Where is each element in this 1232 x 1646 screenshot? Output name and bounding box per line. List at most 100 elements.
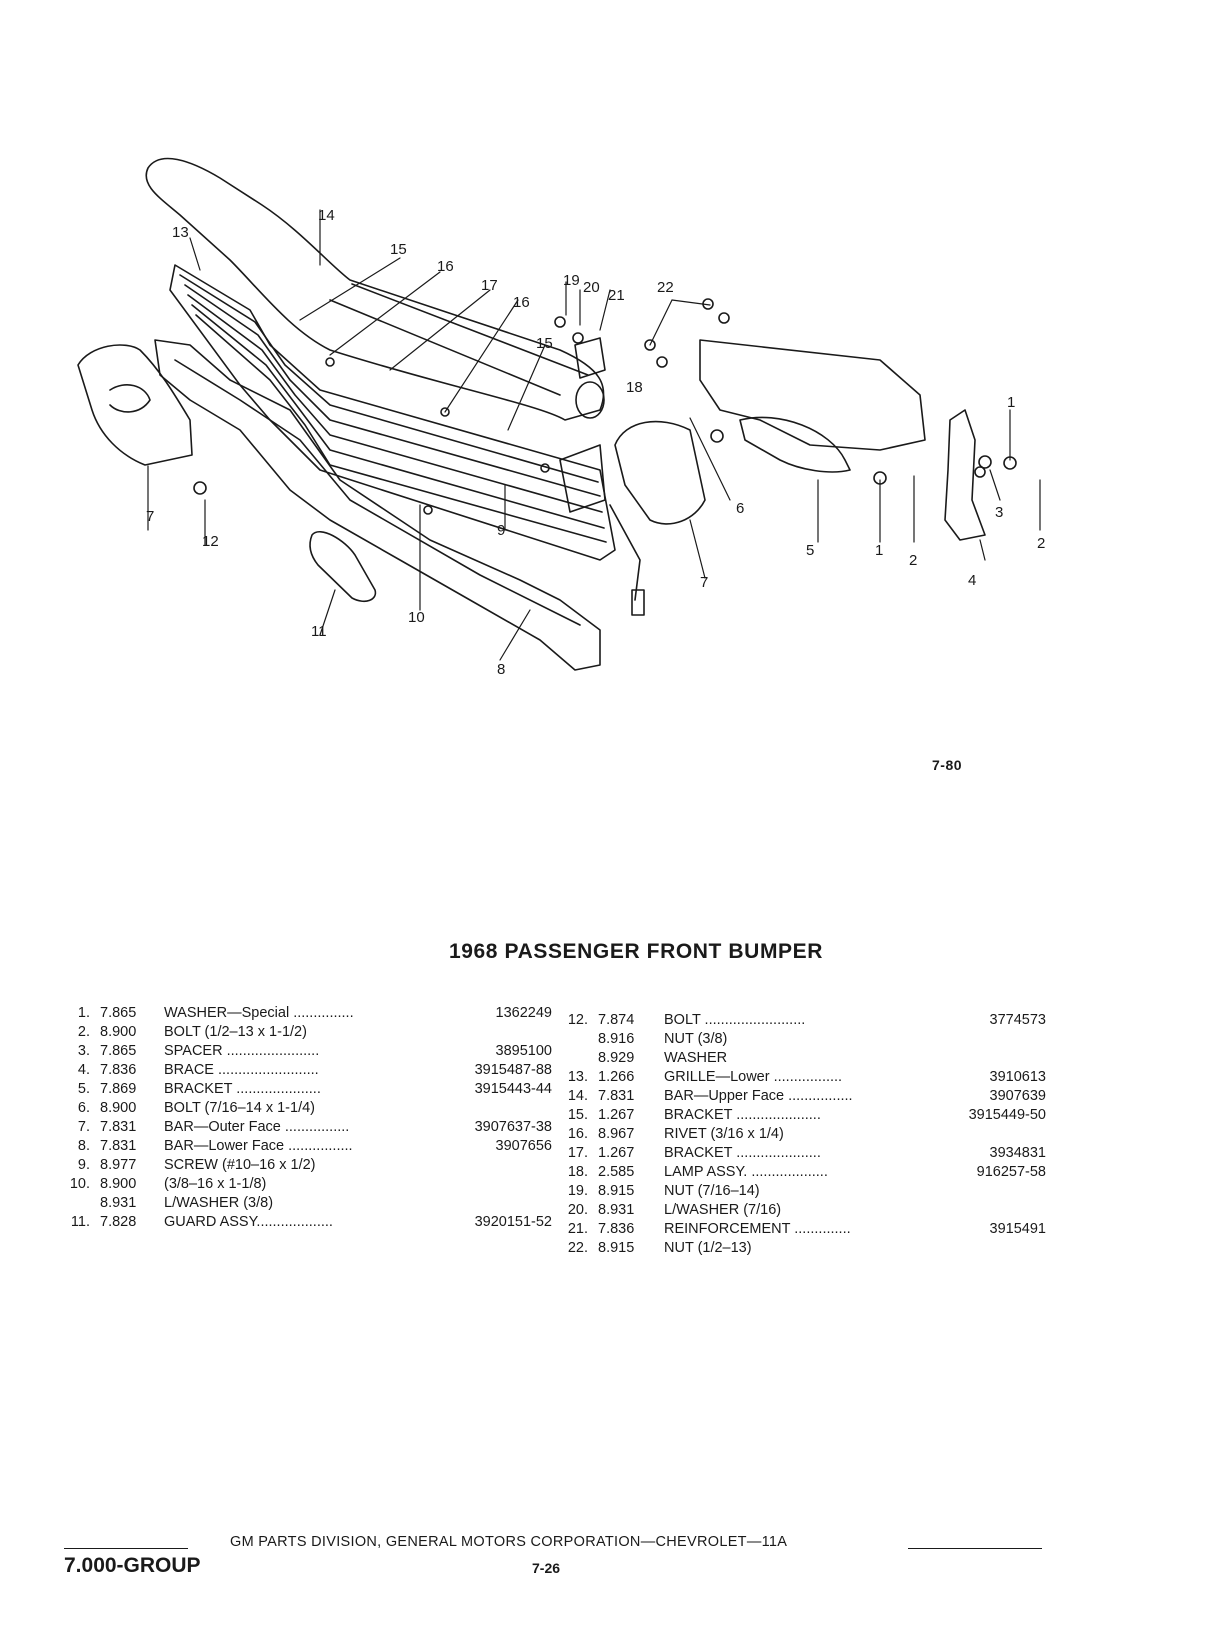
callout-17: 17 [481, 277, 498, 294]
footer-rule-right [908, 1548, 1042, 1549]
part-description: WASHER—Special ............... [164, 1005, 354, 1021]
callout-4: 4 [968, 572, 976, 589]
callout-13: 13 [172, 224, 189, 241]
part-group-code: 2.585 [598, 1164, 635, 1180]
part-description: BRACE ......................... [164, 1062, 319, 1078]
part-group-code: 8.931 [100, 1195, 137, 1211]
part-number: 2. [77, 1024, 90, 1040]
callout-6: 6 [736, 500, 744, 517]
part-description: BOLT (1/2–13 x 1-1/2) [164, 1024, 307, 1040]
bracket-right [699, 339, 926, 451]
part-group-code: 7.831 [100, 1138, 137, 1154]
part-description: BAR—Upper Face ................ [664, 1088, 853, 1104]
part-number: 3. [77, 1043, 90, 1059]
lamp-assy [559, 444, 606, 513]
callout-12: 12 [202, 533, 219, 550]
part-catalog-number: 3915491 [989, 1221, 1046, 1237]
callout-11: 11 [311, 623, 327, 640]
part-catalog-number: 1362249 [495, 1005, 552, 1021]
callout-19: 19 [563, 272, 580, 289]
part-description: (3/8–16 x 1-1/8) [164, 1176, 267, 1192]
callout-9: 9 [497, 522, 505, 539]
callout-2-center: 2 [909, 552, 917, 569]
part-group-code: 7.874 [598, 1012, 635, 1028]
part-catalog-number: 3915487-88 [474, 1062, 552, 1078]
part-group-code: 8.977 [100, 1157, 137, 1173]
part-number: 17. [567, 1145, 588, 1161]
part-group-code: 8.900 [100, 1176, 137, 1192]
outer-face-bar-left [77, 344, 193, 466]
part-description: L/WASHER (7/16) [664, 1202, 782, 1218]
part-number: 7. [77, 1119, 90, 1135]
callout-16-left: 16 [437, 258, 454, 275]
callout-20: 20 [583, 279, 600, 296]
part-group-code: 8.900 [100, 1100, 137, 1116]
part-group-code: 8.916 [598, 1031, 635, 1047]
part-number: 15. [567, 1107, 588, 1123]
callout-15-left: 15 [390, 241, 407, 258]
callout-1-bumper: 1 [1007, 394, 1015, 411]
part-description: NUT (3/8) [664, 1031, 728, 1047]
part-group-code: 8.915 [598, 1240, 635, 1256]
part-catalog-number: 3915443-44 [474, 1081, 552, 1097]
page-title: 1968 PASSENGER FRONT BUMPER [448, 940, 824, 963]
callout-2-right: 2 [1037, 535, 1045, 552]
part-group-code: 1.266 [598, 1069, 635, 1085]
footer-group-label: 7.000-GROUP [64, 1554, 201, 1577]
part-description: BOLT ......................... [664, 1012, 806, 1028]
part-group-code: 1.267 [598, 1145, 635, 1161]
part-catalog-number: 3934831 [989, 1145, 1046, 1161]
part-description: BRACKET ..................... [164, 1081, 321, 1097]
part-catalog-number: 3907639 [989, 1088, 1046, 1104]
part-catalog-number: 3915449-50 [968, 1107, 1046, 1123]
bumper-exploded-diagram: 1 1 2 2 3 4 5 6 7 7 8 9 10 11 12 13 14 1… [77, 157, 1045, 678]
part-group-code: 8.915 [598, 1183, 635, 1199]
part-description: WASHER [664, 1050, 728, 1066]
part-catalog-number: 3920151-52 [474, 1214, 552, 1230]
part-number: 10. [69, 1176, 90, 1192]
callout-7-left: 7 [146, 508, 154, 525]
outer-face-bar-right [614, 420, 706, 525]
part-catalog-number: 3910613 [989, 1069, 1046, 1085]
part-description: NUT (1/2–13) [664, 1240, 752, 1256]
part-catalog-number: 916257-58 [976, 1164, 1046, 1180]
part-group-code: 7.828 [100, 1214, 137, 1230]
part-group-code: 7.869 [100, 1081, 137, 1097]
lower-face-bar [154, 339, 601, 671]
callout-22: 22 [657, 279, 674, 296]
parts-list-row: 2. 8.900 BOLT (1/2–13 x 1-1/2) [62, 1023, 552, 1042]
footer-page-number: 7-26 [532, 1560, 561, 1576]
callout-8: 8 [497, 661, 505, 678]
callout-1-lower: 1 [875, 542, 883, 559]
callout-7-right: 7 [700, 574, 708, 591]
part-number: 12. [567, 1012, 588, 1028]
part-description: RIVET (3/16 x 1/4) [664, 1126, 784, 1142]
part-description: SCREW (#10–16 x 1/2) [164, 1157, 316, 1173]
callout-5: 5 [806, 542, 814, 559]
part-description: BRACKET ..................... [664, 1107, 821, 1123]
footer-rule-left [64, 1548, 188, 1549]
part-group-code: 8.900 [100, 1024, 137, 1040]
part-number: 16. [567, 1126, 588, 1142]
part-description: REINFORCEMENT .............. [664, 1221, 851, 1237]
callout-16-right: 16 [513, 294, 530, 311]
part-group-code: 7.865 [100, 1043, 137, 1059]
part-group-code: 7.831 [100, 1119, 137, 1135]
part-number: 20. [567, 1202, 588, 1218]
part-description: GUARD ASSY................... [164, 1214, 333, 1230]
